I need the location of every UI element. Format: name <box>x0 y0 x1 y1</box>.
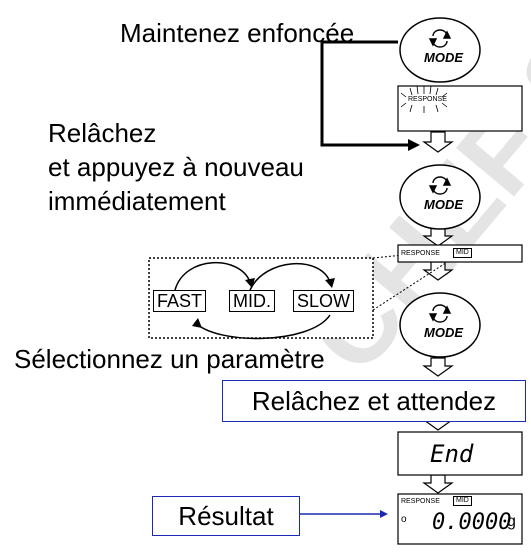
display-1 <box>397 85 523 132</box>
mode-key-label-1[interactable]: MODE <box>424 50 463 65</box>
mode-key-1 <box>399 17 481 83</box>
display-result-unit: g <box>507 513 516 530</box>
arc-mid-slow <box>249 262 331 291</box>
display-result-mid-badge: MID <box>453 496 472 506</box>
display-result-response: RESPONSE <box>401 498 440 505</box>
display-1-response: RESPONSE <box>408 96 447 103</box>
down-arrow-6 <box>422 474 454 494</box>
callout-line-2 <box>372 254 459 311</box>
result-arrowhead <box>380 510 388 518</box>
mode-key-label-3[interactable]: MODE <box>424 325 463 340</box>
mode-key-3 <box>399 292 481 358</box>
down-arrow-1 <box>422 131 454 153</box>
mode-key-2 <box>399 164 481 230</box>
display-result-value: 0.0000 <box>432 510 512 535</box>
label-release-2: et appuyez à nouveau <box>48 152 304 182</box>
hold-arrowhead <box>408 139 420 151</box>
display-result-stable-mark: o <box>401 514 407 525</box>
label-release-1: Relâchez <box>48 118 157 148</box>
display-end <box>397 431 523 476</box>
blink-rays <box>400 85 448 113</box>
label-select: Sélectionnez un paramètre <box>14 344 325 374</box>
hold-connector <box>320 40 408 147</box>
display-2-mid-badge: MID <box>453 248 472 258</box>
label-release-3: immédiatement <box>48 186 226 216</box>
down-arrow-3 <box>422 261 454 281</box>
mode-key-label-2[interactable]: MODE <box>424 197 463 212</box>
display-result <box>397 493 523 545</box>
down-arrow-2 <box>422 227 454 247</box>
arc-slow-fast <box>194 314 331 340</box>
option-slow: SLOW <box>293 290 355 312</box>
label-hold: Maintenez enfoncée <box>120 18 355 48</box>
display-2 <box>397 244 523 263</box>
down-arrow-4 <box>422 357 454 377</box>
display-end-text: End <box>430 440 474 468</box>
display-2-response: RESPONSE <box>401 250 440 257</box>
arc-fast-mid <box>174 261 251 291</box>
label-release-wait: Relâchez et attendez <box>222 380 526 422</box>
label-result: Résultat <box>152 496 300 536</box>
option-mid: MID. <box>229 290 275 312</box>
option-fast: FAST <box>153 290 207 312</box>
cycle-arrows-icon <box>428 29 452 323</box>
